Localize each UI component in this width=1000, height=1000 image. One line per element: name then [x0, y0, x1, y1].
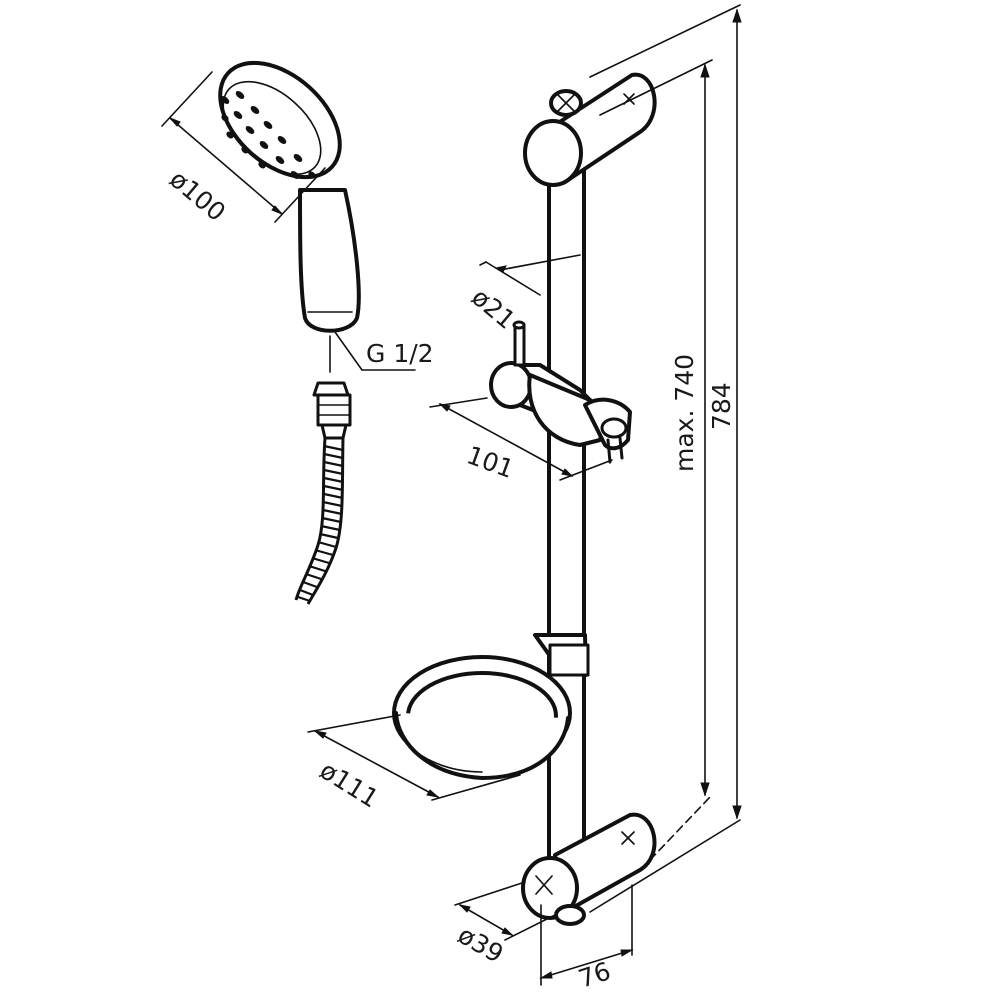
label-hose-thread: G 1/2: [366, 339, 434, 368]
label-max-spacing: max. 740: [670, 354, 699, 472]
hand-shower: ø100 G 1/2: [161, 60, 434, 373]
label-handshower-diameter: ø100: [164, 164, 231, 227]
shower-hose: [294, 381, 352, 605]
dimension-max-spacing: max. 740: [599, 59, 713, 861]
hose-coils: [297, 444, 344, 603]
soap-dish: [392, 633, 590, 780]
slide-rail: [392, 72, 657, 926]
label-bracket-depth: 76: [575, 956, 614, 993]
label-rail-diameter: ø21: [466, 282, 521, 334]
bottom-wall-bracket: [521, 812, 657, 926]
label-total-height: 784: [707, 382, 736, 430]
top-wall-bracket: [523, 72, 657, 187]
dimension-total-height: 784: [589, 4, 742, 913]
label-slider-depth: 101: [463, 440, 518, 484]
slider-holder: [489, 320, 632, 464]
spray-nozzles: [220, 91, 316, 179]
dimension-hose-thread: G 1/2: [329, 331, 434, 373]
label-soap-dish-diameter: ø111: [315, 755, 384, 813]
